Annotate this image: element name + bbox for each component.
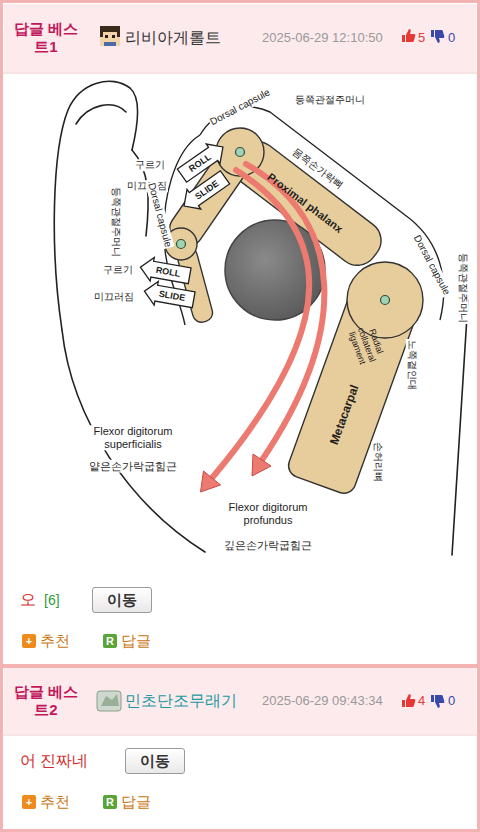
anatomy-label: Dorsal capsule: [411, 232, 453, 298]
move-button: 이동: [125, 748, 185, 774]
reply-icon: R: [103, 795, 117, 809]
motion-arrow-label: ROLL: [186, 151, 214, 175]
motion-label-ko: 구르기: [102, 264, 134, 276]
reply-count: [6]: [44, 592, 60, 608]
like-icon: [402, 29, 415, 707]
recommend-link: 추천: [40, 632, 70, 649]
dislike-count: 0: [448, 693, 455, 709]
motion-arrow-label: ROLL: [154, 265, 182, 280]
recommend-icon: +: [22, 634, 36, 648]
dislike-icon: [431, 30, 444, 708]
reply-header-band: 답글 베스트1 리비아게롤트 2025-06-29 12:10:50 5 0: [4, 4, 476, 72]
anatomy-label-ko: 몸쪽손가락뼈: [290, 145, 346, 191]
user-name: 리비아게롤트: [125, 28, 221, 47]
anatomy-label-ko: 등쪽관절주머니: [457, 252, 469, 324]
tendon-arrowhead: [201, 454, 272, 492]
anatomy-label: Dorsal capsule: [207, 86, 273, 128]
motion-label-ko: 미끄러짐: [93, 291, 135, 303]
ligament-label: Radial collateral ligament: [342, 312, 390, 379]
post-date: 2025-06-29 12:10:50: [262, 30, 383, 46]
recommend-icon: +: [22, 795, 36, 809]
best-badge: 답글 베스트1: [8, 20, 84, 56]
reply-link: 답글: [121, 632, 151, 649]
button-text: 이동: [140, 752, 198, 770]
header-rule: [3, 735, 477, 736]
muscle-label: Flexor digitorum superficialis: [75, 425, 192, 450]
header-rule: [3, 73, 477, 74]
reply-text: 어 진짜네: [20, 752, 88, 770]
post-date: 2025-06-29 09:43:34: [262, 693, 383, 709]
motion-arrow-label: SLIDE: [157, 288, 187, 303]
dislike-count: 0: [448, 30, 455, 46]
bone-label: Metacarpal: [328, 383, 362, 447]
reply-text: 오: [20, 591, 36, 609]
reply-icon: R: [103, 634, 117, 648]
bone-label-ko: 손허리뼈: [372, 441, 384, 483]
reply-header-band: 답글 베스트2 민초단조무래기 2025-06-29 09:43:34 4 0: [4, 668, 476, 734]
anatomy-label-ko: 등쪽관절주머니: [294, 94, 366, 106]
muscle-label: Flexor digitorum profundus: [212, 501, 324, 526]
user-avatar: [100, 26, 120, 46]
hand-outline: [54, 81, 468, 555]
ligament-label-ko: 노쪽곁인대: [406, 339, 418, 391]
like-count: 5: [418, 30, 425, 46]
anatomy-label-ko: 등쪽관절주머니: [110, 186, 122, 258]
recommend-link: 추천: [40, 793, 70, 810]
bones: [164, 128, 423, 497]
motion-arrow-label: SLIDE: [192, 178, 221, 203]
best-badge: 답글 베스트2: [8, 683, 84, 719]
button-text: 이동: [107, 591, 165, 609]
user-name: 민초단조무래기: [125, 691, 237, 710]
reply-link: 답글: [121, 793, 151, 810]
muscle-label-ko: 얕은손가락굽힘근: [88, 460, 178, 473]
muscle-label-ko: 깊은손가락굽힘근: [223, 539, 313, 552]
motion-label-ko: 구르기: [134, 159, 166, 171]
like-count: 4: [418, 693, 425, 709]
move-button: 이동: [92, 587, 152, 613]
user-avatar: [97, 691, 121, 711]
